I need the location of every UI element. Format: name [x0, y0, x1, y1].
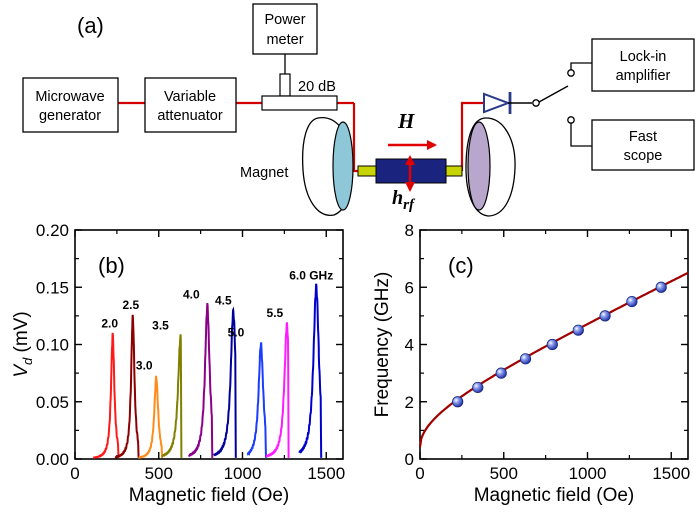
series-line	[188, 303, 214, 458]
series-line	[137, 375, 164, 460]
attenuator-label-2: attenuator	[157, 108, 222, 124]
series-line	[298, 283, 323, 458]
x-tick-label: 1500	[652, 464, 690, 483]
variable-attenuator-box: Variable attenuator	[144, 77, 237, 133]
y-tick-label: 6	[405, 278, 414, 297]
magnet-left-pole	[301, 117, 354, 216]
y-tick-label: 0.15	[36, 278, 69, 297]
y-axis-title: Frequency (GHz)	[372, 272, 393, 418]
chart-b: 0 500 1000 1500 0.00 0.05 0.10 0.15 0.20Magnetic…	[11, 221, 345, 506]
coupler-label: 20 dB	[298, 79, 336, 95]
series-line	[92, 332, 120, 459]
data-point	[495, 367, 507, 379]
y-axis-title: Vd (mV)	[11, 311, 35, 377]
peak-label: 5.5	[267, 306, 284, 320]
lockin-label-2: amplifier	[616, 68, 671, 84]
data-point	[655, 281, 667, 293]
attenuator-label-1: Variable	[164, 89, 216, 105]
power-meter-label-2: meter	[266, 32, 303, 48]
lockin-amplifier-box: Lock-in amplifier	[591, 38, 695, 92]
x-axis-title: Magnetic field (Oe)	[129, 485, 290, 506]
data-point	[546, 338, 558, 351]
detector-diode	[483, 62, 592, 147]
y-tick-label: 0.00	[36, 450, 69, 469]
x-tick-label: 500	[145, 464, 173, 483]
power-meter-label-1: Power	[264, 12, 305, 28]
x-tick-label: 500	[490, 464, 518, 483]
series-line	[246, 342, 267, 458]
scope-label-2: scope	[624, 148, 663, 164]
y-tick-label: 0.10	[36, 336, 69, 355]
panel-b-label: (b)	[98, 253, 125, 278]
y-tick-label: 0	[405, 450, 414, 469]
fast-scope-box: Fast scope	[591, 119, 695, 171]
peak-label: 4.0	[183, 288, 200, 302]
fit-curve	[418, 271, 689, 448]
microwave-generator-box: Microwave generator	[22, 77, 119, 133]
sample-on-stripline: H hrf	[357, 109, 463, 213]
scope-label-1: Fast	[629, 129, 657, 145]
rf-field-label: hrf	[392, 187, 416, 213]
directional-coupler: 20 dB	[261, 54, 338, 111]
peak-label: 2.0	[101, 316, 118, 330]
peak-label: 3.0	[136, 359, 153, 373]
y-tick-label: 0.05	[36, 393, 69, 412]
series-line	[114, 314, 140, 459]
series-line	[213, 306, 237, 458]
setup-diagram: (a) Microwave generator Variable attenua…	[22, 3, 695, 217]
lockin-label-1: Lock-in	[620, 49, 667, 65]
x-tick-label: 1500	[307, 464, 345, 483]
x-tick-label: 0	[70, 464, 79, 483]
x-tick-label: 1000	[569, 464, 607, 483]
magnet-label: Magnet	[240, 165, 288, 181]
peak-label: 2.5	[122, 298, 139, 312]
y-tick-label: 0.20	[36, 221, 69, 240]
microwave-label-1: Microwave	[35, 89, 104, 105]
data-point	[626, 295, 638, 308]
panel-c-label: (c)	[448, 253, 474, 278]
data-point	[519, 353, 532, 365]
x-tick-label: 0	[415, 464, 424, 483]
data-point	[572, 324, 584, 336]
peak-label: 4.5	[215, 293, 232, 307]
x-tick-label: 1000	[224, 464, 262, 483]
panel-a-label: (a)	[77, 13, 104, 38]
series-line	[161, 334, 183, 458]
x-axis-title: Magnetic field (Oe)	[474, 485, 635, 506]
data-point	[452, 396, 464, 408]
magnet-right-pole	[465, 117, 516, 217]
data-point	[472, 381, 484, 394]
y-tick-label: 8	[405, 221, 414, 240]
peak-label: 6.0 GHz	[289, 268, 333, 282]
power-meter-box: Power meter	[252, 3, 318, 55]
peak-label: 5.0	[228, 326, 245, 340]
y-tick-label: 2	[405, 393, 414, 412]
data-point	[599, 310, 611, 322]
y-tick-label: 4	[405, 336, 414, 355]
series-line	[265, 322, 290, 458]
peak-label: 3.5	[152, 319, 169, 333]
field-h-label: H	[397, 109, 415, 133]
microwave-label-2: generator	[39, 108, 101, 124]
